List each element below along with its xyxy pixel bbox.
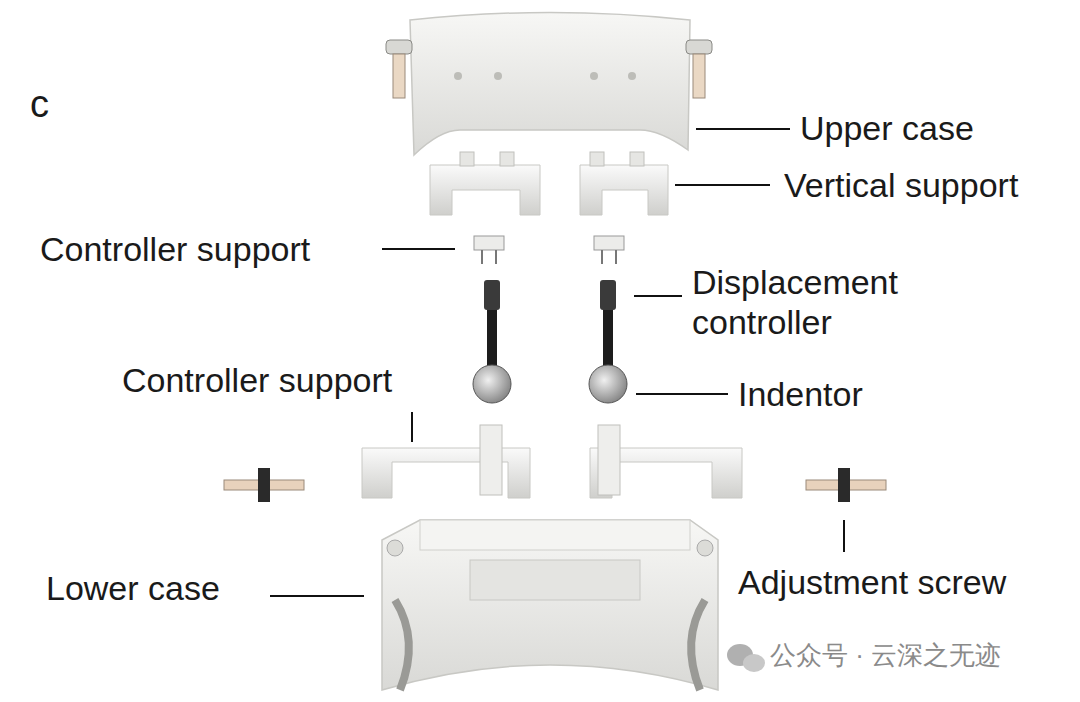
controller-support	[474, 236, 624, 264]
part-label: Upper case	[800, 108, 974, 148]
vertical-support	[430, 152, 668, 215]
adjustment-screw	[224, 468, 886, 502]
part-label: Adjustment screw	[738, 562, 1006, 602]
displacement-controller	[484, 280, 616, 370]
part-label: Controller support	[122, 360, 392, 400]
watermark: 公众号 · 云深之无迹	[770, 640, 1001, 671]
wechat-icon	[727, 644, 765, 672]
part-label: Indentor	[738, 374, 863, 414]
lower-case	[382, 520, 718, 690]
part-label: Vertical support	[784, 165, 1018, 205]
upper-case	[410, 13, 690, 156]
part-label: Controller support	[40, 229, 310, 269]
indentor	[473, 365, 627, 403]
part-label: Lower case	[46, 568, 220, 608]
screw	[386, 40, 712, 98]
controller-support-frame	[362, 425, 742, 498]
panel-letter: c	[30, 82, 49, 127]
part-label: Displacement controller	[692, 262, 962, 342]
